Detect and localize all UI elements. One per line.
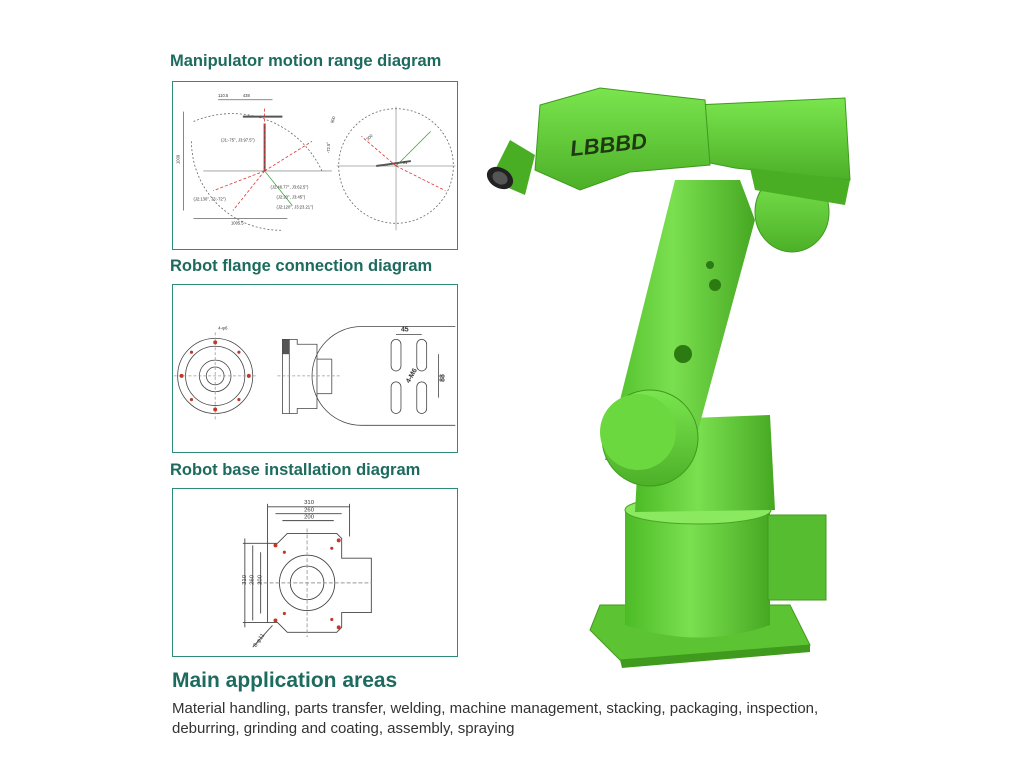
motion-label: (J2:120°, J3:23.21°) xyxy=(276,204,313,209)
applications-text: Material handling, parts transfer, weldi… xyxy=(172,699,892,739)
robot-wrist xyxy=(534,87,711,191)
base-label: 200 xyxy=(304,515,315,521)
base-label: 8-φ11 xyxy=(253,633,267,649)
flange-connection-heading: Robot flange connection diagram xyxy=(170,257,433,275)
flange-label: 4-φ6 xyxy=(218,325,228,330)
base-label: 200 xyxy=(258,574,264,585)
motion-label: J1 xyxy=(403,160,408,165)
robot-lower-arm xyxy=(605,180,755,460)
robot-arm-illustration: LBBBD xyxy=(486,87,851,668)
base-installation-heading: Robot base installation diagram xyxy=(170,461,421,479)
motion-range-diagram: 110.5 438 1009 (J1:-75°, J3:97.5°) (J2:4… xyxy=(172,81,458,250)
applications-line: Material handling, parts transfer, weldi… xyxy=(172,700,819,717)
base-label: 260 xyxy=(250,574,256,585)
motion-label: 1005.5 xyxy=(231,220,244,225)
applications-title: Main application areas xyxy=(172,669,398,692)
motion-label: (J2:46.77°, J3:62.5°) xyxy=(271,185,309,190)
motion-label: (J1:-75°, J3:97.5°) xyxy=(221,137,255,142)
flange-label: 4-M6 xyxy=(405,367,419,384)
flange-label: 45 xyxy=(401,326,409,333)
flange-drawing: 45 4-M6 88 4-φ6 xyxy=(173,325,456,426)
base-label: 310 xyxy=(242,574,248,585)
base-label: 310 xyxy=(304,500,315,506)
flange-connection-diagram: 45 4-M6 88 4-φ6 xyxy=(172,284,458,453)
motion-label: 110.5 xyxy=(218,93,229,98)
base-drawing: 310 260 200 310 260 200 8-φ11 xyxy=(242,500,372,649)
motion-label: 300 xyxy=(365,133,374,142)
applications-line: deburring, grinding and coating, assembl… xyxy=(172,720,515,737)
base-installation-diagram: 310 260 200 310 260 200 8-φ11 xyxy=(172,488,458,657)
motion-range-heading: Manipulator motion range diagram xyxy=(170,52,442,70)
motion-label: (J2:130°, J3:-72°) xyxy=(193,197,226,202)
motion-label: (J2:20°, J3:45°) xyxy=(276,195,305,200)
motion-label: -72.5° xyxy=(326,142,331,153)
motion-label: 800 xyxy=(329,115,336,124)
flange-label: 88 xyxy=(439,374,446,382)
motion-range-drawing: 110.5 438 1009 (J1:-75°, J3:97.5°) (J2:4… xyxy=(176,93,456,231)
motion-label: 1009 xyxy=(176,154,181,164)
robot-base xyxy=(625,510,770,638)
robot-upper-arm xyxy=(694,97,851,181)
base-label: 260 xyxy=(304,508,315,514)
motion-label: 438 xyxy=(243,93,251,98)
